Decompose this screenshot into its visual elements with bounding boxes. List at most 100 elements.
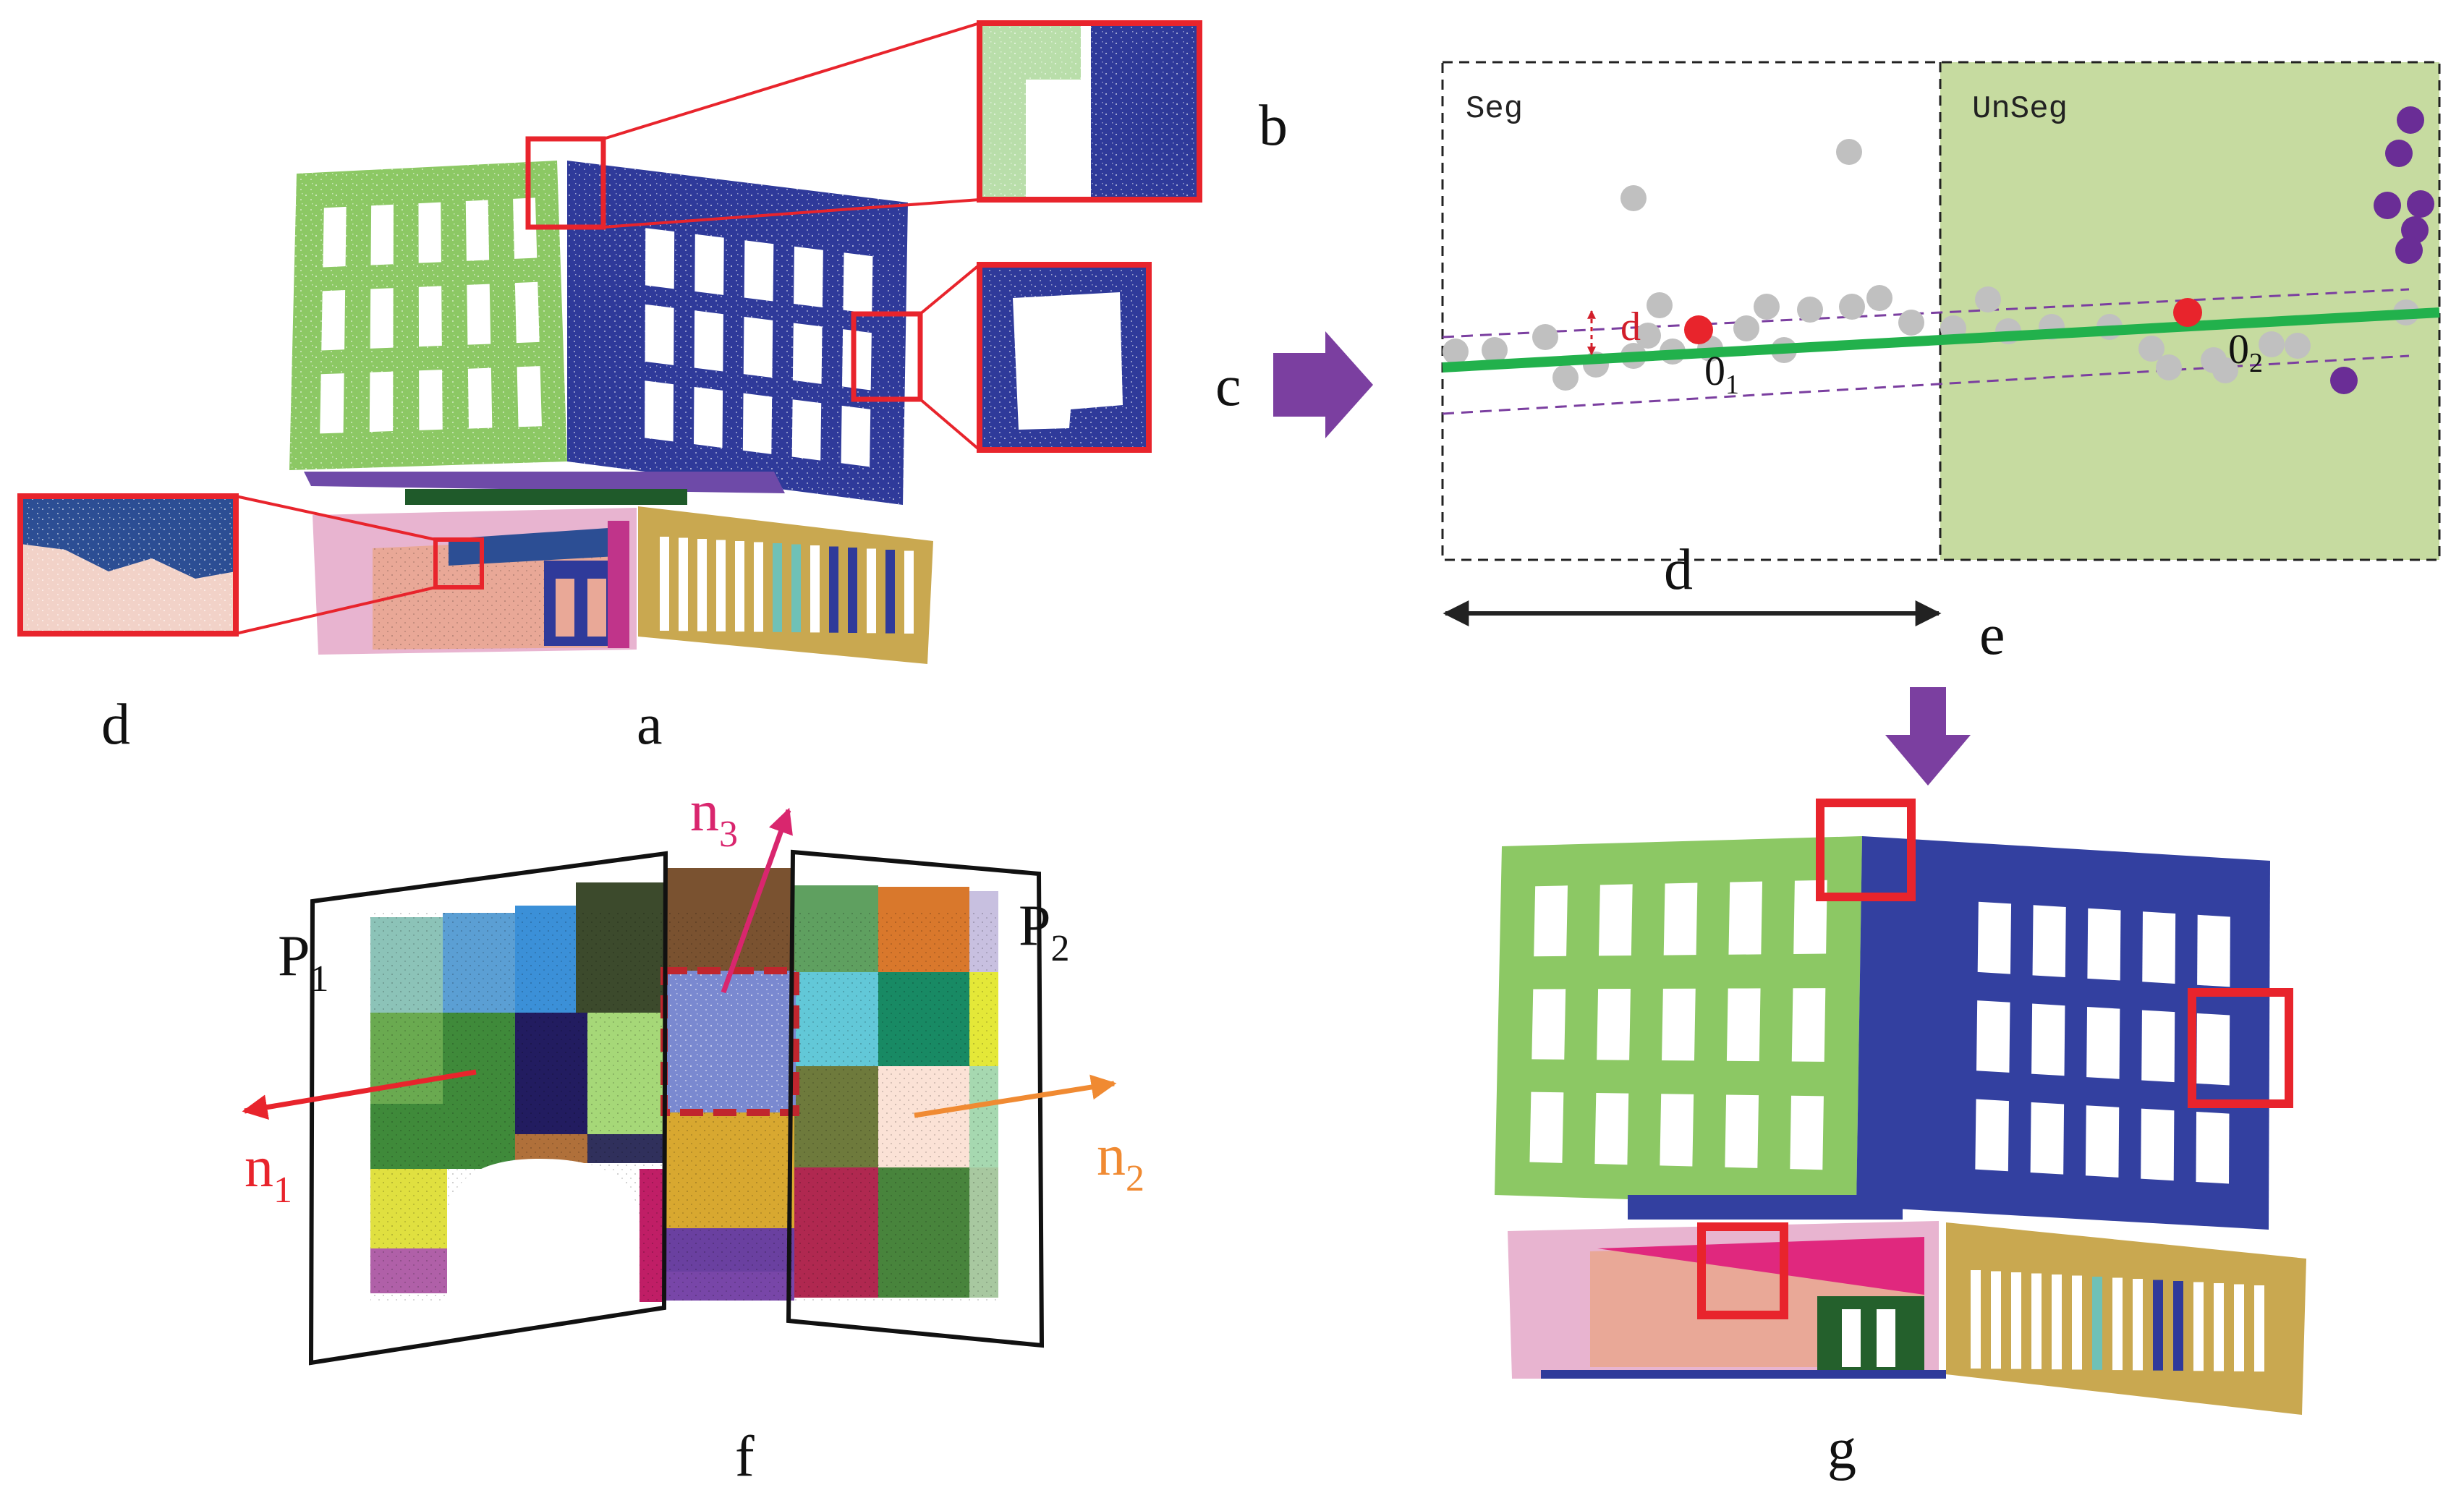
window — [792, 323, 823, 384]
center-point-1 — [1684, 315, 1713, 344]
window — [323, 206, 347, 268]
opening — [697, 539, 707, 631]
g-highlight-window — [2188, 988, 2293, 1108]
gray-point — [1836, 139, 1862, 165]
window — [369, 371, 394, 433]
window — [2142, 911, 2176, 984]
g-green-facade-windows — [1529, 880, 1827, 1170]
window — [841, 405, 871, 467]
opening — [2173, 1281, 2183, 1371]
unseg-label: UnSeg — [1972, 91, 2068, 127]
window — [370, 204, 394, 265]
window — [1790, 1095, 1824, 1170]
g-blue-facade-windows — [1975, 901, 2230, 1184]
normal-n1 — [242, 1069, 477, 1120]
window — [1977, 901, 2012, 974]
gold-block-openings — [660, 537, 914, 634]
window — [645, 304, 674, 365]
opening — [773, 543, 782, 632]
opening — [2072, 1275, 2082, 1370]
window — [370, 288, 394, 349]
opening — [660, 537, 669, 631]
opening — [2193, 1282, 2204, 1371]
window — [1597, 988, 1631, 1060]
window — [1598, 884, 1633, 956]
window — [1976, 1000, 2010, 1073]
highlight-box-window — [851, 311, 923, 402]
window — [2086, 1006, 2120, 1079]
normal-n1-label: n1 — [245, 1136, 292, 1211]
window — [1663, 882, 1698, 956]
center-point-2 — [2173, 298, 2202, 327]
opening — [810, 545, 820, 633]
magenta-column — [608, 521, 629, 648]
opening — [1991, 1271, 2001, 1369]
gray-point — [2156, 354, 2182, 380]
zoom-inset-edge — [17, 493, 239, 637]
gray-point — [2138, 336, 2165, 362]
window — [693, 386, 723, 448]
window — [1726, 988, 1761, 1062]
window — [645, 380, 674, 442]
window — [2085, 1105, 2120, 1178]
purple-point — [2407, 190, 2434, 218]
purple-point — [2385, 140, 2413, 167]
label-g: g — [1827, 1418, 1856, 1481]
window — [742, 393, 773, 454]
plane-p1-label: P1 — [278, 924, 329, 1000]
opening — [2011, 1272, 2021, 1369]
gray-point — [1532, 324, 1558, 350]
arrow-right-purple — [1273, 331, 1373, 438]
window — [1975, 1099, 2009, 1172]
window — [2032, 905, 2066, 978]
label-d-bottom: d — [1664, 538, 1693, 602]
fit-line — [1442, 307, 2440, 373]
window — [418, 202, 441, 263]
normal-n3-label: n3 — [690, 780, 738, 855]
highlight-box-lower — [433, 537, 484, 590]
center1-label: 01 — [1704, 347, 1739, 400]
window — [694, 234, 724, 295]
gray-point — [2285, 333, 2311, 359]
label-c: c — [1215, 354, 1241, 418]
normal-n2-label: n2 — [1097, 1124, 1144, 1199]
opening — [791, 544, 801, 633]
gray-point — [2212, 357, 2238, 383]
window — [2141, 1108, 2175, 1181]
center2-label: 02 — [2228, 325, 2263, 378]
opening — [829, 546, 838, 633]
window — [320, 373, 344, 434]
window — [1534, 885, 1568, 957]
window — [2196, 1013, 2230, 1086]
window — [1529, 1091, 1564, 1163]
window — [842, 329, 872, 391]
opening — [735, 541, 744, 632]
g-highlight-seam — [1816, 799, 1916, 901]
window — [2197, 914, 2230, 987]
opening — [2112, 1277, 2123, 1371]
panel-g-result: g — [1495, 799, 2306, 1481]
opening — [885, 550, 895, 634]
label-f: f — [735, 1425, 755, 1489]
opening — [2214, 1283, 2224, 1371]
window — [744, 240, 774, 302]
window — [514, 281, 540, 344]
purple-point — [2395, 237, 2423, 264]
purple-point — [2330, 367, 2358, 394]
opening — [867, 548, 876, 634]
opening — [2234, 1284, 2244, 1371]
green-facade-windows — [320, 197, 542, 434]
window — [791, 399, 822, 461]
normal-n3 — [721, 807, 793, 994]
arrow-down-purple — [1885, 687, 1971, 786]
window — [2141, 1010, 2175, 1083]
gray-point — [1552, 365, 1579, 391]
gray-point — [1620, 185, 1647, 211]
gray-point — [1754, 294, 1780, 320]
zoom-inset-seam — [977, 20, 1202, 203]
opening — [716, 540, 726, 631]
blue-facade-windows — [645, 228, 873, 467]
gray-point — [1797, 297, 1823, 323]
opening — [2254, 1285, 2264, 1372]
